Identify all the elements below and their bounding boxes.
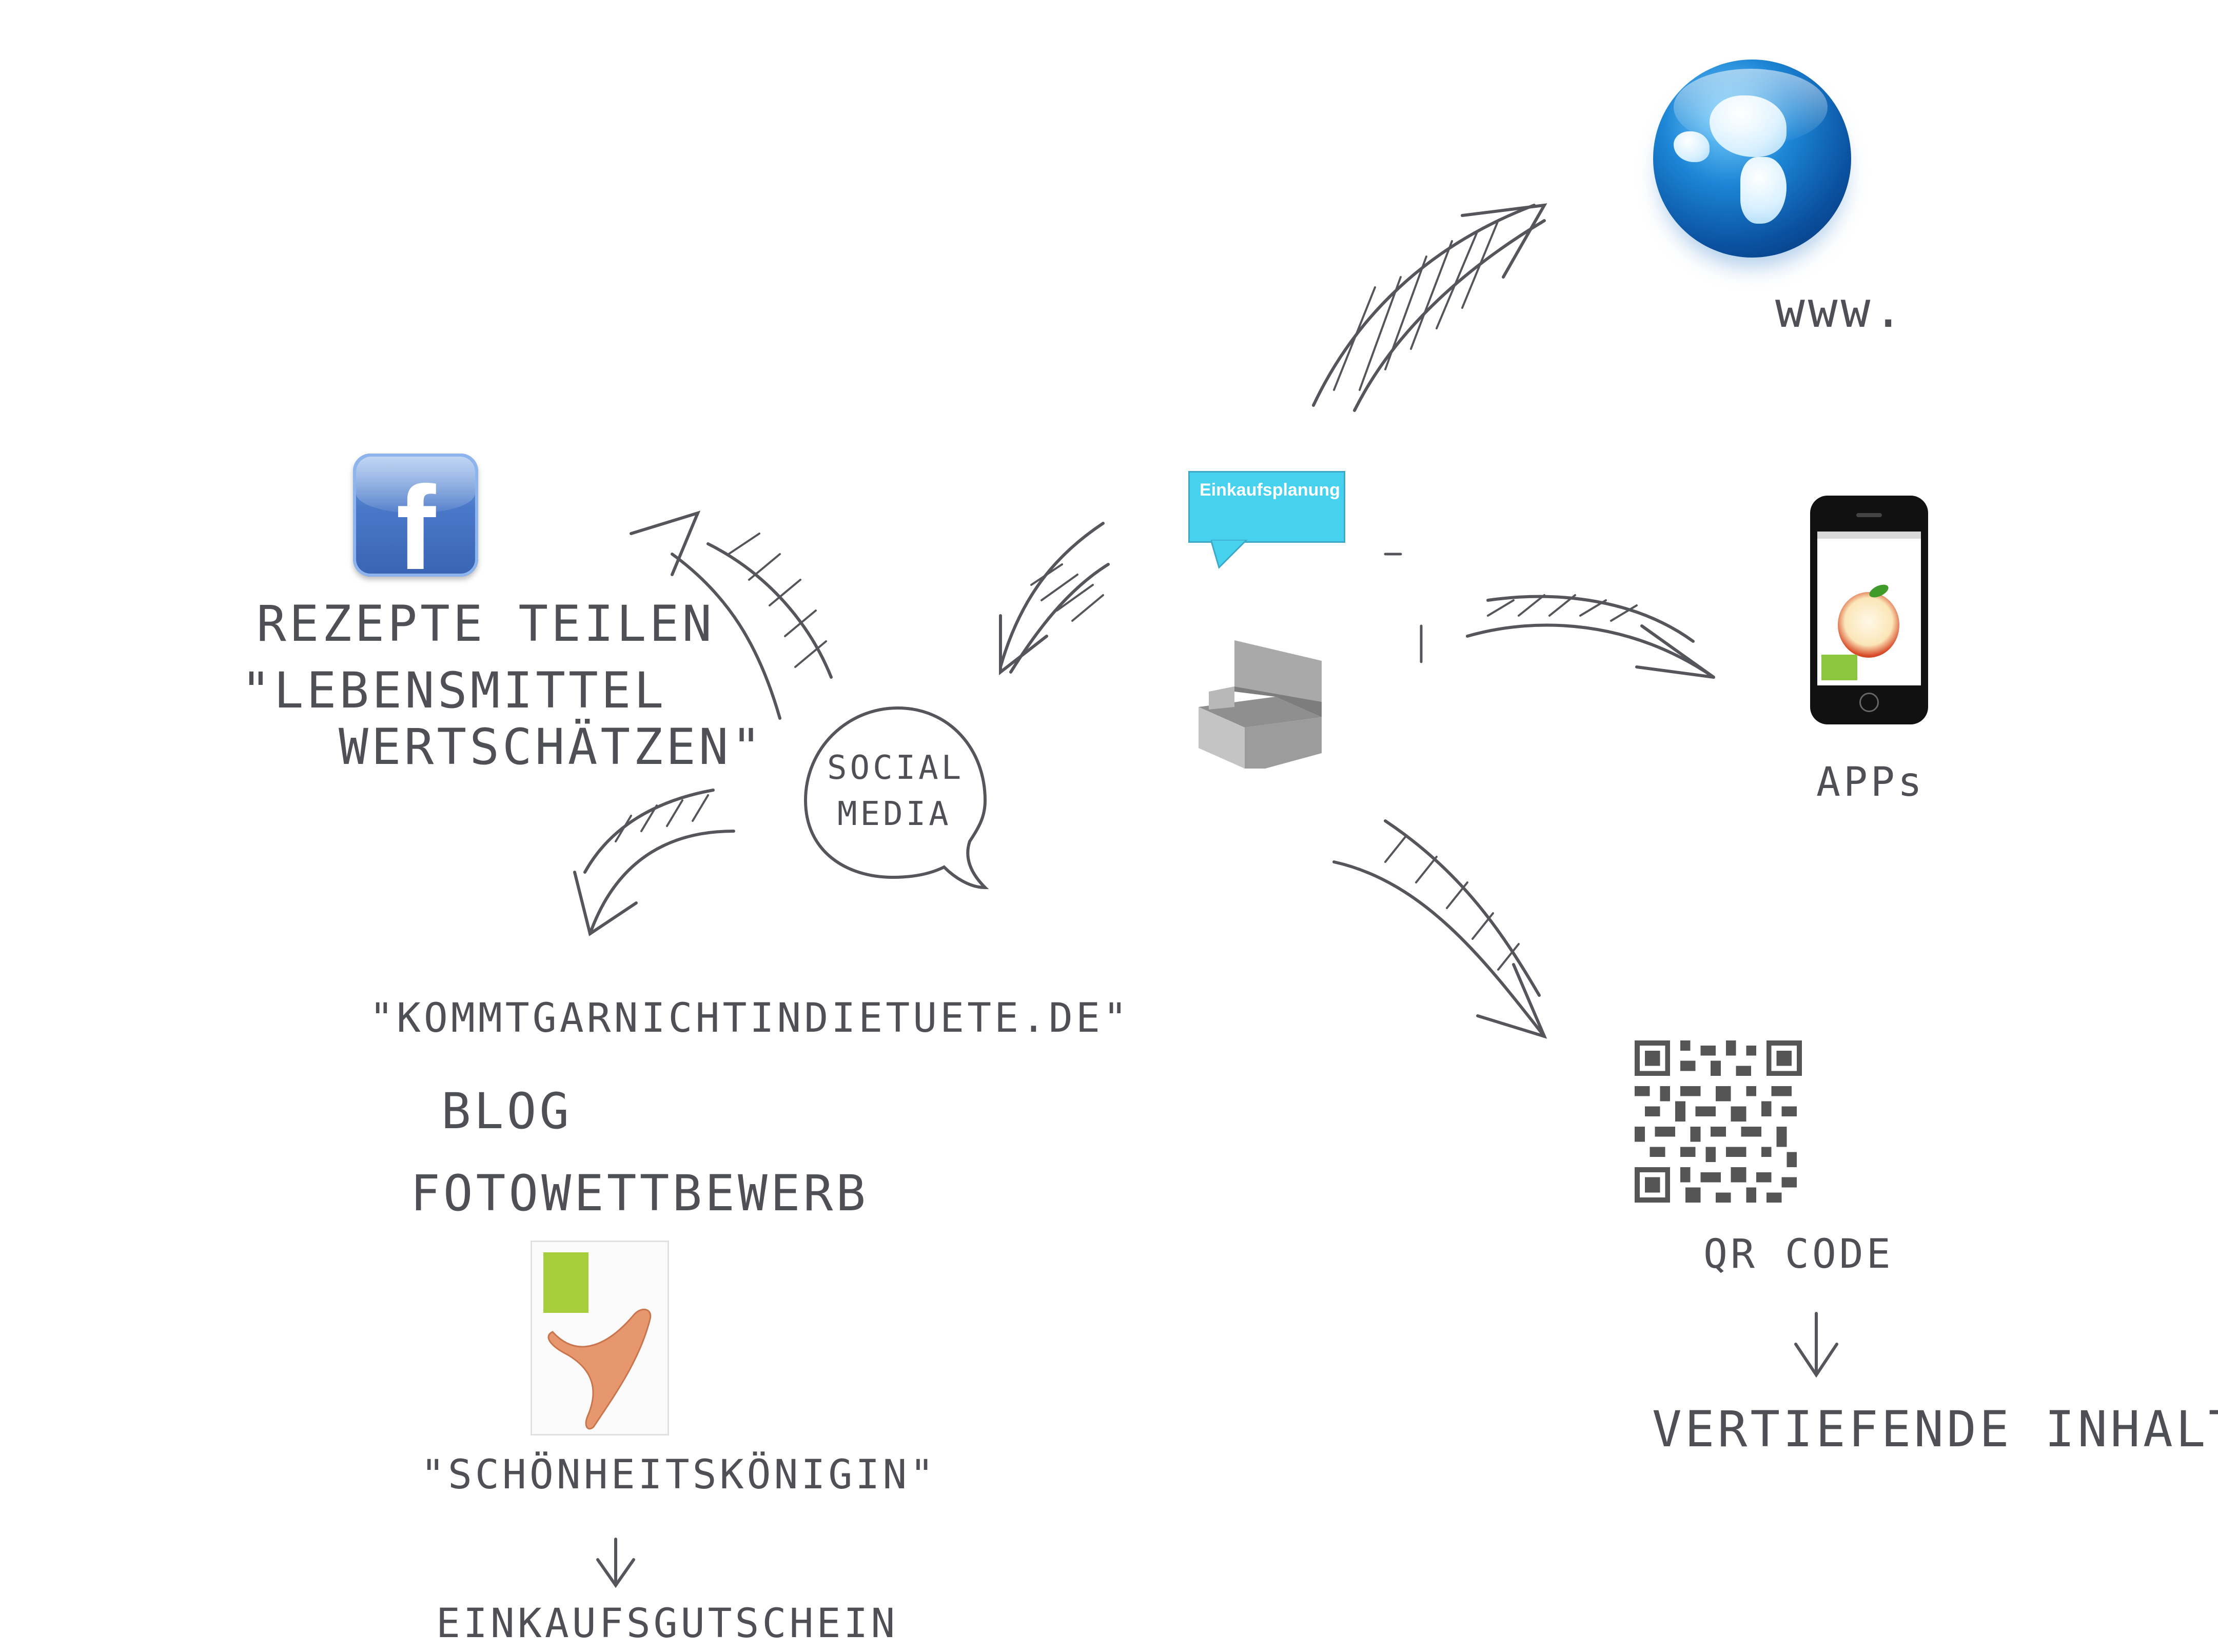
qr-code-icon bbox=[1635, 1040, 1802, 1203]
social-media-line1: SOCIAL bbox=[827, 749, 965, 787]
facebook-icon: f bbox=[353, 454, 478, 577]
rezepte-teilen-label: REZEPTE TEILEN bbox=[257, 595, 715, 653]
callout-tail bbox=[1211, 540, 1248, 569]
apps-label: APPs bbox=[1816, 759, 1925, 805]
www-label: www. bbox=[1775, 281, 1907, 339]
einkaufsgutschein-label: EINKAUFSGUTSCHEIN bbox=[436, 1601, 898, 1647]
globe-icon bbox=[1653, 60, 1851, 258]
callout-label: Einkaufsplanung bbox=[1200, 480, 1340, 500]
arrow-to-qr bbox=[1332, 819, 1547, 1039]
arrow-to-facebook bbox=[630, 510, 833, 720]
arrow-qr-down bbox=[1794, 1312, 1838, 1378]
social-media-line2: MEDIA bbox=[837, 795, 952, 833]
lebensmittel-label: "LEBENSMITTEL bbox=[241, 662, 667, 719]
wertschaetzen-label: WERTSCHÄTZEN" bbox=[339, 718, 764, 776]
einkaufsplanung-callout: Einkaufsplanung bbox=[1188, 471, 1345, 543]
box-3d-icon bbox=[1199, 640, 1322, 769]
blog-label: BLOG bbox=[441, 1083, 573, 1140]
arrow-to-social-media bbox=[999, 522, 1110, 676]
arrow-to-apps bbox=[1466, 594, 1715, 679]
vertiefende-inhalte-label: VERTIEFENDE INHALTE bbox=[1652, 1401, 2218, 1458]
fotowettbewerb-label: FOTOWETTBEWERB bbox=[410, 1165, 869, 1222]
arrow-to-www bbox=[1312, 203, 1547, 412]
carrot-poster-image bbox=[531, 1241, 669, 1435]
schoenheitskoenigin-label: "SCHÖNHEITSKÖNIGIN" bbox=[421, 1452, 937, 1498]
arrow-schoenheit-down bbox=[596, 1538, 635, 1588]
kommtgarnicht-label: "KOMMTGARNICHTINDIETUETE.DE" bbox=[369, 995, 1130, 1041]
smartphone-icon bbox=[1810, 496, 1928, 724]
arrow-to-blog bbox=[573, 789, 735, 936]
social-media-speech-bubble bbox=[803, 706, 989, 890]
qr-code-label: QR CODE bbox=[1703, 1231, 1894, 1277]
